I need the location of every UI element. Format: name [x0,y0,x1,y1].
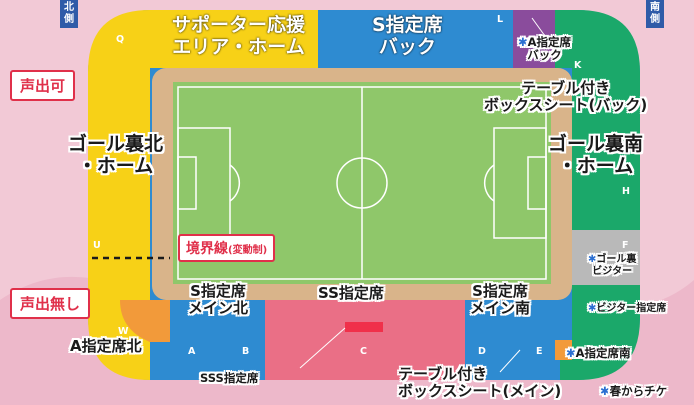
boundary-label: 境界線(変動制) [178,234,276,262]
zone-goal-visitor-star-icon: ✱ [588,254,597,265]
zone-goal-north: ゴール裏北 ・ホーム [68,133,164,177]
section-a: A [188,346,196,357]
supporter-area-block [150,10,318,68]
zone-goal-south: ゴール裏南 ・ホーム [548,133,644,177]
zone-visitor-reserved: ✱ビジター指定席 [588,303,666,315]
spring-note-star-icon: ✱ [600,384,610,398]
section-q: Q [116,34,125,45]
zone-s-back: S指定席 バック [372,14,443,58]
boundary-label-note: (変動制) [228,245,268,256]
zone-goal-visitor: ✱ゴール裏 ビジター [588,254,636,277]
zone-a-south-label: A指定席南 [575,346,631,360]
leader-lines [299,17,546,373]
section-e: E [536,346,543,357]
voice-not-allowed-label: 声出無し [10,288,91,319]
zone-table-back: テーブル付き ボックスシート(バック) [484,79,648,115]
zone-table-main: テーブル付き ボックスシート(メイン) [398,365,562,401]
zone-visitor-reserved-star-icon: ✱ [588,303,597,314]
zone-supporter-home: サポーター応援 エリア・ホーム [172,14,306,58]
section-u: U [93,240,101,251]
zone-s-main-north: S指定席 メイン北 [188,282,249,318]
section-c: C [360,346,367,357]
zone-a-north: A指定席北 [70,337,142,355]
visitor-reserved-block [560,285,640,380]
zone-a-back-star-icon: ✱ [518,35,528,49]
zone-sss: SSS指定席 [200,371,259,385]
zone-a-south-star-icon: ✱ [566,346,576,360]
zone-a-back: ✱A指定席 バック [518,35,572,63]
section-h: H [622,186,630,197]
zone-visitor-reserved-label: ビジター指定席 [596,303,667,314]
south-direction-tag: 南 側 [646,0,664,28]
zone-ss: SS指定席 [318,284,384,302]
south-stand-green [555,10,640,230]
visitor-goal-block [572,230,640,285]
s-back-block [318,10,513,68]
north-direction-tag: 北 側 [60,0,78,28]
zone-s-main-south: S指定席 メイン南 [470,282,531,318]
a-north-block [120,300,170,342]
ss-block [265,300,465,380]
section-w: W [118,326,129,337]
voice-allowed-label: 声出可 [10,70,76,101]
section-f: F [622,240,629,251]
section-d: D [478,346,486,357]
zone-a-back-label: A指定席 バック [527,35,572,63]
zone-goal-visitor-label: ゴール裏 ビジター [592,254,637,277]
north-stand-home [88,10,150,380]
section-k: K [574,60,582,71]
spring-note: ✱春からチケ [600,384,668,398]
a-back-block [513,10,555,68]
section-l: L [497,14,504,25]
spring-note-label: 春からチケ [609,384,668,398]
sss-block [345,322,383,332]
section-b: B [242,346,250,357]
zone-a-south: ✱A指定席南 [566,346,631,360]
boundary-label-main: 境界線 [186,241,228,257]
